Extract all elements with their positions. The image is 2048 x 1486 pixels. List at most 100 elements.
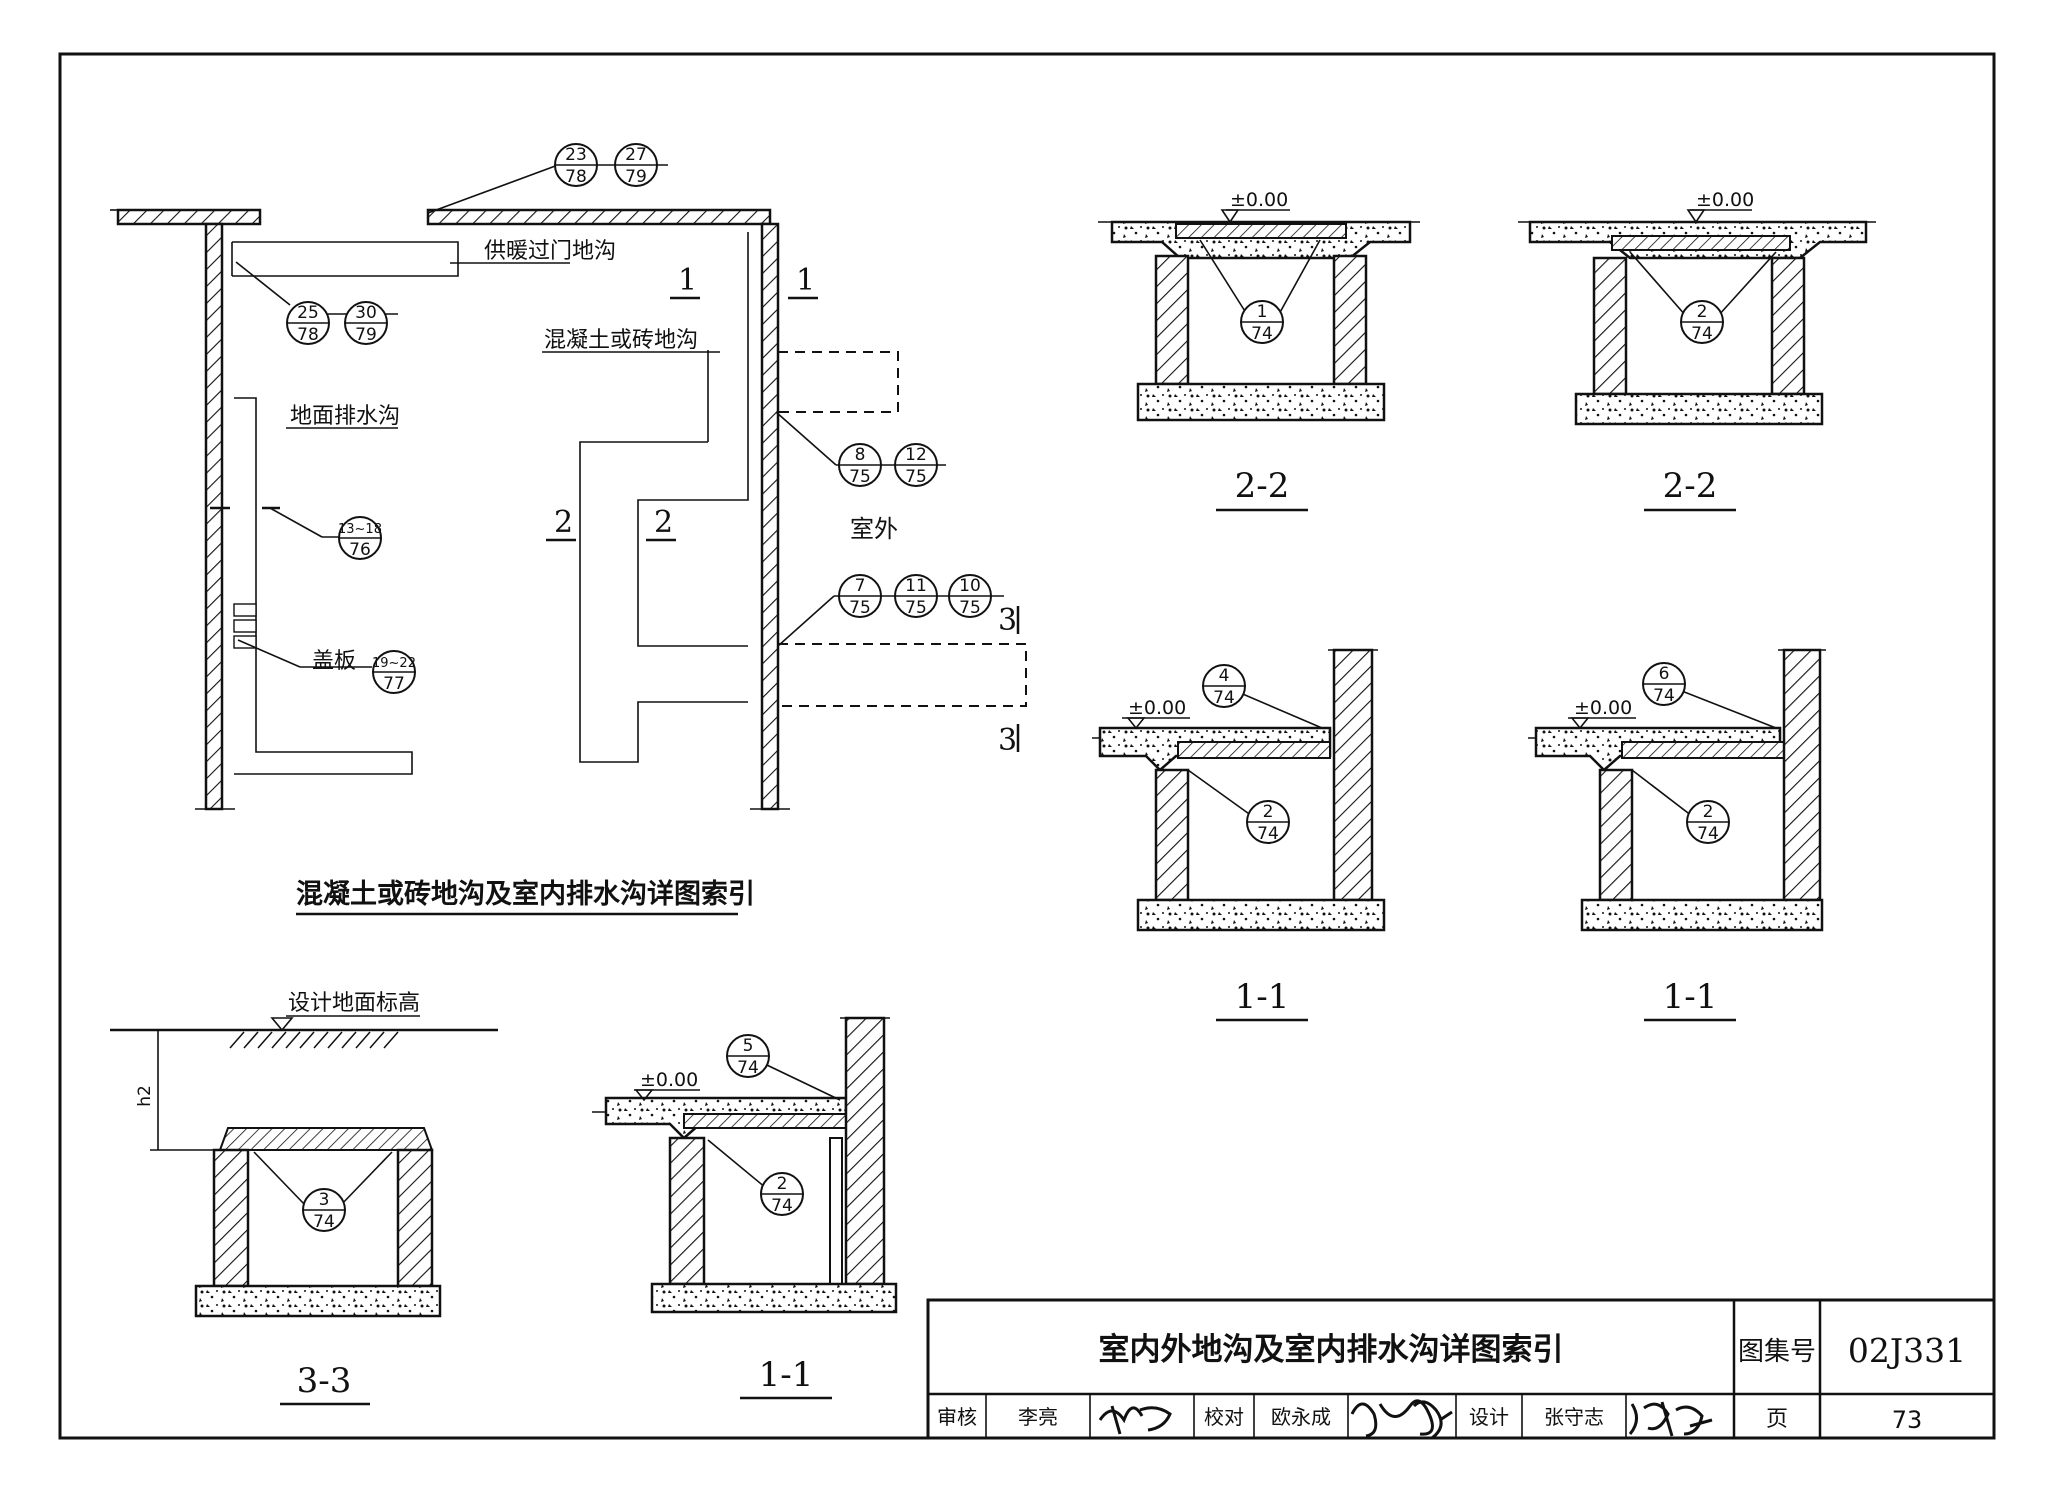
svg-text:13~18: 13~18 bbox=[338, 522, 382, 537]
ref-circle-2-74-d: 2 74 bbox=[760, 1172, 804, 1216]
elev-1-1-a: ±0.00 bbox=[1128, 697, 1186, 719]
title-block: 室内外地沟及室内排水沟详图索引 图集号 02J331 审核 李亮 校对 欧永成 … bbox=[926, 1298, 1996, 1440]
section-3-3: 设计地面标高 h2 3 74 3-3 bbox=[110, 991, 498, 1406]
ref-circle-6-74: 6 74 bbox=[1642, 662, 1686, 706]
atlas-number: 02J331 bbox=[1848, 1331, 1966, 1370]
ref-circle-23-78: 23 78 bbox=[554, 143, 598, 187]
svg-text:75: 75 bbox=[849, 467, 871, 487]
signature-checker bbox=[1350, 1399, 1453, 1440]
section-2-2-b: ±0.00 2 74 2-2 bbox=[1518, 189, 1876, 512]
section-1-1-a: ±0.00 4 74 2 74 1-1 bbox=[1092, 648, 1386, 1022]
ref-circle-1-74: 1 74 bbox=[1240, 300, 1284, 344]
svg-text:76: 76 bbox=[349, 540, 371, 560]
svg-text:7: 7 bbox=[855, 576, 866, 596]
ref-circle-5-74: 5 74 bbox=[726, 1034, 770, 1078]
svg-text:6: 6 bbox=[1659, 664, 1670, 684]
checker-name: 欧永成 bbox=[1271, 1405, 1331, 1429]
label-h2: h2 bbox=[135, 1085, 155, 1107]
svg-text:2: 2 bbox=[1703, 802, 1714, 822]
plan-view: 供暖过门地沟 混凝土或砖地沟 地面排水沟 盖板 室外 混凝土或砖地沟及室内排水沟… bbox=[110, 143, 1027, 916]
svg-text:74: 74 bbox=[1251, 324, 1273, 344]
section-mark-3b: 3 bbox=[998, 723, 1017, 758]
svg-text:77: 77 bbox=[383, 674, 405, 694]
elev-1-1-b: ±0.00 bbox=[1574, 697, 1632, 719]
svg-text:11: 11 bbox=[905, 576, 927, 596]
elev-1-1-c: ±0.00 bbox=[640, 1069, 698, 1091]
section-title-2-2-a: 2-2 bbox=[1235, 466, 1290, 506]
ref-circle-2-74-a: 2 74 bbox=[1680, 300, 1724, 344]
section-1-1-b: ±0.00 6 74 2 74 1-1 bbox=[1528, 648, 1826, 1022]
label-design-ground: 设计地面标高 bbox=[288, 991, 420, 1016]
label-cover: 盖板 bbox=[312, 649, 356, 674]
label-concrete-trench: 混凝土或砖地沟 bbox=[544, 328, 698, 353]
section-2-2-a: ±0.00 1 74 2-2 bbox=[1098, 189, 1420, 512]
ref-circle-4-74: 4 74 bbox=[1202, 664, 1246, 708]
svg-text:75: 75 bbox=[959, 598, 981, 618]
svg-text:5: 5 bbox=[743, 1036, 754, 1056]
svg-text:23: 23 bbox=[565, 145, 587, 165]
ref-circle-7-75: 7 75 bbox=[838, 574, 882, 618]
svg-text:79: 79 bbox=[625, 167, 647, 187]
svg-text:27: 27 bbox=[625, 145, 647, 165]
sheet-title: 室内外地沟及室内排水沟详图索引 bbox=[1099, 1332, 1564, 1368]
check-label: 校对 bbox=[1204, 1405, 1244, 1429]
review-label: 审核 bbox=[937, 1405, 977, 1429]
signature-reviewer bbox=[1098, 1405, 1172, 1435]
svg-text:74: 74 bbox=[313, 1212, 335, 1232]
svg-text:74: 74 bbox=[771, 1196, 793, 1216]
section-title-1-1-a: 1-1 bbox=[1235, 977, 1290, 1017]
section-title-1-1-b: 1-1 bbox=[1663, 977, 1718, 1017]
ref-circle-30-79: 30 79 bbox=[344, 301, 388, 345]
ref-circle-19-77: 19~22 77 bbox=[372, 650, 416, 694]
label-floor-drain: 地面排水沟 bbox=[290, 404, 400, 429]
ref-circle-27-79: 27 79 bbox=[614, 143, 658, 187]
svg-text:2: 2 bbox=[777, 1174, 788, 1194]
svg-text:1: 1 bbox=[1257, 302, 1268, 322]
svg-text:74: 74 bbox=[1257, 824, 1279, 844]
ref-circle-12-75: 12 75 bbox=[894, 443, 938, 487]
section-title-1-1-c: 1-1 bbox=[759, 1355, 814, 1395]
svg-text:79: 79 bbox=[355, 325, 377, 345]
svg-text:3: 3 bbox=[319, 1190, 330, 1210]
svg-text:75: 75 bbox=[905, 467, 927, 487]
section-title-3-3: 3-3 bbox=[297, 1361, 352, 1401]
section-mark-1b: 1 bbox=[796, 263, 815, 298]
svg-text:4: 4 bbox=[1219, 666, 1230, 686]
page-number: 73 bbox=[1892, 1406, 1923, 1434]
svg-text:2: 2 bbox=[1263, 802, 1274, 822]
svg-text:78: 78 bbox=[565, 167, 587, 187]
svg-text:74: 74 bbox=[737, 1058, 759, 1078]
signature-designer bbox=[1628, 1401, 1713, 1437]
svg-text:19~22: 19~22 bbox=[372, 656, 416, 671]
section-mark-2a: 2 bbox=[554, 505, 573, 540]
section-1-1-c: ±0.00 5 74 2 74 1-1 bbox=[592, 1016, 898, 1400]
ref-circle-11-75: 11 75 bbox=[894, 574, 938, 618]
elev-2-2-a: ±0.00 bbox=[1230, 189, 1288, 211]
atlas-no-label: 图集号 bbox=[1738, 1337, 1816, 1367]
section-mark-3a: 3 bbox=[998, 603, 1017, 638]
svg-text:74: 74 bbox=[1653, 686, 1675, 706]
section-title-2-2-b: 2-2 bbox=[1663, 466, 1718, 506]
label-outdoor: 室外 bbox=[850, 515, 898, 543]
svg-text:75: 75 bbox=[849, 598, 871, 618]
ref-circle-25-78: 25 78 bbox=[286, 301, 330, 345]
ref-circle-8-75: 8 75 bbox=[838, 443, 882, 487]
reviewer-name: 李亮 bbox=[1018, 1405, 1058, 1429]
svg-text:25: 25 bbox=[297, 303, 319, 323]
svg-text:78: 78 bbox=[297, 325, 319, 345]
page-label: 页 bbox=[1766, 1407, 1788, 1432]
svg-text:12: 12 bbox=[905, 445, 927, 465]
svg-text:8: 8 bbox=[855, 445, 866, 465]
svg-text:10: 10 bbox=[959, 576, 981, 596]
section-mark-1a: 1 bbox=[678, 263, 697, 298]
svg-text:30: 30 bbox=[355, 303, 377, 323]
svg-text:2: 2 bbox=[1697, 302, 1708, 322]
ref-circle-2-74-b: 2 74 bbox=[1246, 800, 1290, 844]
svg-text:74: 74 bbox=[1691, 324, 1713, 344]
svg-text:75: 75 bbox=[905, 598, 927, 618]
design-label: 设计 bbox=[1469, 1405, 1509, 1429]
section-mark-2b: 2 bbox=[654, 505, 673, 540]
ref-circle-2-74-c: 2 74 bbox=[1686, 800, 1730, 844]
svg-text:74: 74 bbox=[1213, 688, 1235, 708]
